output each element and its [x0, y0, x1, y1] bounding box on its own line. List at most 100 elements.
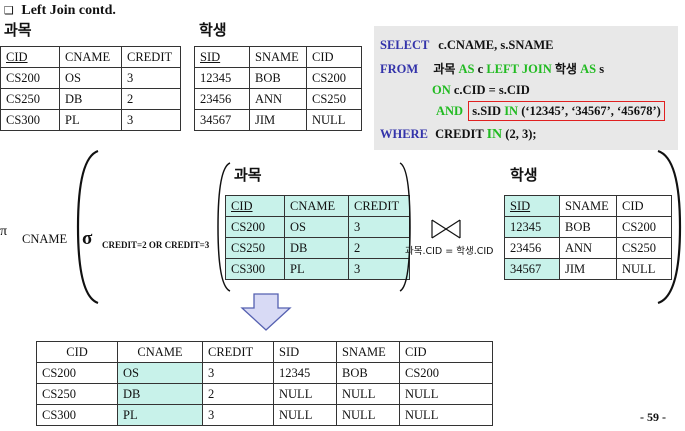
student-table-title: 학생	[199, 21, 227, 39]
table-cell: NULL	[336, 383, 400, 405]
table-row: 23456 ANN CS250	[194, 88, 362, 110]
column-header: CID	[0, 46, 60, 68]
selection-condition: CREDIT=2 OR CREDIT=3	[102, 240, 210, 250]
table-cell: 12345	[194, 67, 250, 89]
table-cell: CS200	[225, 216, 285, 238]
table-row: CS250 DB 2	[225, 237, 410, 259]
table-cell: CS200	[616, 216, 672, 238]
sql-keyword: AS	[458, 62, 475, 76]
table-cell: PL	[284, 258, 349, 280]
slide-heading: ❑ Left Join contd.	[4, 3, 116, 19]
sql-keyword: SELECT	[380, 38, 430, 52]
column-header: SNAME	[249, 46, 307, 68]
inner-bracket-right	[399, 162, 411, 292]
table-cell: DB	[117, 383, 203, 405]
table-row: CS200 OS 3	[0, 67, 181, 89]
join-condition: 과목.CID = 학생.CID	[405, 246, 494, 257]
table-cell: PL	[59, 109, 122, 131]
sql-query-box: SELECT c.CNAME, s.SNAME FROM 과목 AS c LEF…	[374, 26, 678, 150]
table-row: CS300 PL 3	[225, 258, 410, 280]
heading-text: Left Join contd.	[21, 3, 116, 18]
table-cell: CS200	[306, 67, 362, 89]
down-arrow-icon	[240, 293, 292, 331]
column-header: SID	[273, 341, 337, 363]
column-header: SID	[194, 46, 250, 68]
table-cell: CS250	[0, 88, 60, 110]
table-cell: CS200	[399, 362, 493, 384]
table-cell: 3	[121, 109, 181, 131]
sql-keyword: ON	[432, 83, 451, 97]
sql-text: c.CNAME, s.SNAME	[438, 38, 554, 52]
table-cell: OS	[59, 67, 122, 89]
table-cell: 3	[348, 258, 410, 280]
sql-text: (2, 3);	[505, 127, 537, 141]
selection-symbol: σ	[82, 228, 93, 249]
table-cell: NULL	[273, 383, 337, 405]
sql-on-line: ON c.CID = s.CID	[432, 83, 530, 98]
table-cell: CS250	[36, 383, 118, 405]
table-cell: 3	[202, 404, 274, 426]
table-cell: NULL	[306, 109, 362, 131]
result-table: CID CNAME CREDIT SID SNAME CID CS200 OS …	[36, 341, 493, 426]
column-header: CID	[306, 46, 362, 68]
table-header-row: CID CNAME CREDIT SID SNAME CID	[36, 341, 493, 363]
column-header: CNAME	[59, 46, 122, 68]
table-cell: PL	[117, 404, 203, 426]
sql-keyword: IN	[486, 127, 503, 142]
sql-select-line: SELECT c.CNAME, s.SNAME	[380, 38, 554, 53]
table-cell: OS	[284, 216, 349, 238]
sql-keyword: IN	[504, 104, 519, 118]
table-cell: BOB	[249, 67, 307, 89]
table-cell: CS200	[0, 67, 60, 89]
table-cell: CS200	[36, 362, 118, 384]
table-cell: NULL	[399, 383, 493, 405]
table-cell: ANN	[249, 88, 307, 110]
column-header: SID	[504, 195, 560, 217]
sql-keyword: WHERE	[380, 127, 428, 141]
sql-keyword: AS	[580, 62, 597, 76]
sql-keyword: FROM	[380, 62, 419, 76]
course-table-title: 과목	[4, 21, 32, 39]
table-cell: 34567	[504, 258, 560, 280]
inner-course-title: 과목	[234, 166, 262, 184]
column-header: CID	[225, 195, 285, 217]
table-row: CS200 OS 3 12345 BOB CS200	[36, 362, 493, 384]
table-header-row: SID SNAME CID	[194, 46, 362, 68]
sql-text: (‘12345’, ‘34567’, ‘45678’)	[521, 104, 661, 118]
table-cell: 2	[202, 383, 274, 405]
sql-where-line: WHERE CREDIT IN (2, 3);	[380, 127, 537, 143]
column-header: SNAME	[336, 341, 400, 363]
table-header-row: CID CNAME CREDIT	[0, 46, 181, 68]
table-cell: 3	[121, 67, 181, 89]
table-row: CS300 PL 3	[0, 109, 181, 131]
column-header: CREDIT	[121, 46, 181, 68]
table-cell: NULL	[273, 404, 337, 426]
table-cell: 3	[202, 362, 274, 384]
table-cell: CS300	[225, 258, 285, 280]
table-row: CS250 DB 2 NULL NULL NULL	[36, 383, 493, 405]
table-row: 34567 JIM NULL	[504, 258, 672, 280]
table-cell: CS300	[36, 404, 118, 426]
column-header: CNAME	[284, 195, 349, 217]
table-cell: NULL	[399, 404, 493, 426]
table-header-row: CID CNAME CREDIT	[225, 195, 410, 217]
projection-symbol: π	[0, 224, 8, 239]
sql-text: 과목	[433, 62, 456, 76]
column-header: CID	[399, 341, 493, 363]
sql-from-line: FROM 과목 AS c LEFT JOIN 학생 AS s	[380, 60, 604, 77]
table-cell: JIM	[559, 258, 617, 280]
table-cell: NULL	[616, 258, 672, 280]
student-table: SID SNAME CID 12345 BOB CS200 23456 ANN …	[194, 46, 362, 131]
sql-and-line: AND s.SID IN (‘12345’, ‘34567’, ‘45678’)	[436, 101, 665, 121]
table-cell: 34567	[194, 109, 250, 131]
table-cell: 23456	[504, 237, 560, 259]
page-number: - 59 -	[640, 410, 666, 424]
column-header: SNAME	[559, 195, 617, 217]
table-row: CS250 DB 2	[0, 88, 181, 110]
sql-text: c.CID = s.CID	[453, 83, 530, 97]
column-header: CID	[36, 341, 118, 363]
table-cell: OS	[117, 362, 203, 384]
inner-student-table: SID SNAME CID 12345 BOB CS200 23456 ANN …	[504, 195, 672, 280]
sql-text: 학생	[554, 62, 577, 76]
table-row: 23456 ANN CS250	[504, 237, 672, 259]
